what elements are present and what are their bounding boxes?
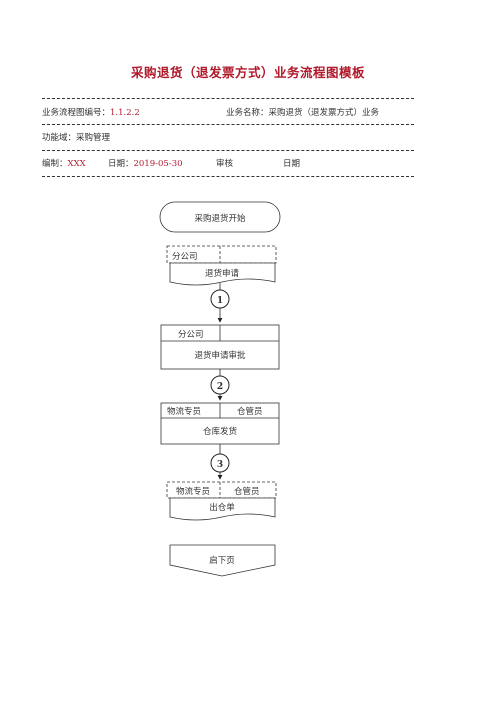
- divider: [42, 98, 414, 99]
- author-label: 编制：: [42, 159, 68, 169]
- step4-document-shape: [169, 497, 276, 521]
- step4-role-lane: [166, 481, 277, 499]
- step3-task: 仓库发货: [203, 426, 238, 437]
- step-marker-2-label: 2: [217, 382, 223, 392]
- review-date-label: 日期: [283, 159, 301, 169]
- step2-role: 分公司: [178, 330, 204, 340]
- review-label: 审核: [216, 159, 234, 169]
- business-name-label: 业务名称：: [226, 108, 269, 118]
- function-domain-row: 功能域：采购管理: [42, 131, 110, 143]
- step-marker-1-label: 1: [217, 296, 223, 306]
- function-domain-label: 功能域：: [42, 133, 77, 143]
- next-page-label: 启下页: [209, 555, 235, 566]
- step4-role-b: 仓管员: [234, 486, 260, 497]
- step1-document-shape: [169, 262, 276, 286]
- start-terminator: [159, 201, 281, 233]
- flow-number-label: 业务流程图编号：: [42, 108, 111, 118]
- business-name-value: 采购退货（退发票方式）业务: [268, 108, 380, 118]
- flow-number-value: 1.1.2.2: [110, 108, 140, 118]
- step2-task: 退货申请审批: [194, 350, 246, 361]
- step4-role-a: 物流专员: [176, 486, 210, 497]
- off-page-connector: [169, 544, 276, 577]
- start-label: 采购退货开始: [194, 213, 246, 224]
- step4-task: 出仓单: [209, 502, 235, 513]
- function-domain-value: 采购管理: [76, 133, 111, 143]
- step1-role: 分公司: [172, 252, 198, 262]
- page-title: 采购退货（退发票方式）业务流程图模板: [130, 65, 365, 80]
- step3-role-a: 物流专员: [167, 406, 201, 417]
- step3-role-b: 仓管员: [237, 406, 263, 417]
- date-value: 2019-05-30: [133, 159, 183, 169]
- step1-task: 退货申请: [205, 268, 240, 279]
- divider: [42, 150, 414, 151]
- date-label: 日期：: [108, 159, 134, 169]
- author-row: 编制：XXX: [42, 157, 86, 169]
- author-value: XXX: [67, 159, 86, 169]
- business-name-row: 业务名称：采购退货（退发票方式）业务: [226, 106, 379, 118]
- flow-number-row: 业务流程图编号：1.1.2.2: [42, 106, 140, 118]
- step-marker-3-label: 3: [217, 460, 223, 470]
- divider: [42, 124, 414, 125]
- divider: [42, 176, 414, 177]
- date-row: 日期：2019-05-30: [108, 157, 183, 169]
